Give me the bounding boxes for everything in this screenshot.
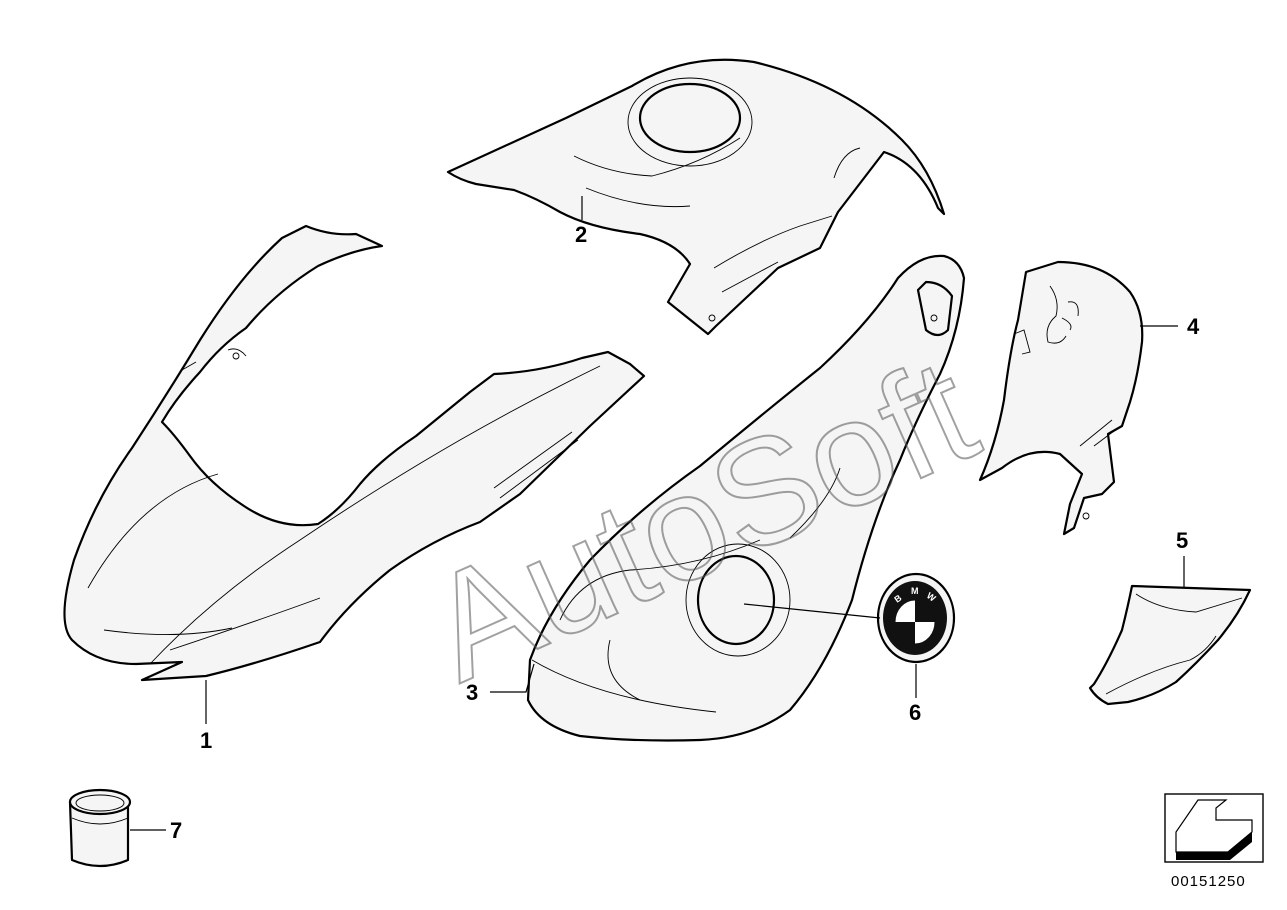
callout-6: 6 <box>909 700 921 725</box>
part-6-bmw-emblem[interactable]: B M W <box>876 572 956 664</box>
callout-4: 4 <box>1187 314 1200 339</box>
emblem-letter-b: B <box>892 592 903 604</box>
part-7-sleeve[interactable] <box>68 788 132 868</box>
part-3-side-panel[interactable] <box>526 254 966 742</box>
direction-arrow-icon <box>1164 793 1264 863</box>
part-2-tank-cover[interactable] <box>446 58 946 336</box>
diagram-id: 00151250 <box>1171 873 1246 890</box>
leader-lines <box>130 196 1185 831</box>
callout-2: 2 <box>575 222 587 247</box>
part-4-side-cover[interactable] <box>978 260 1144 536</box>
leader-3 <box>490 663 535 693</box>
emblem-letter-m: M <box>911 586 919 596</box>
callout-1: 1 <box>200 728 212 753</box>
part-5-small-cover[interactable] <box>1088 584 1252 706</box>
part-1-front-fairing[interactable] <box>63 224 646 682</box>
leader-6-recess <box>743 603 881 619</box>
callout-5: 5 <box>1176 528 1188 553</box>
callout-3: 3 <box>466 680 478 705</box>
callouts: 1 2 3 4 5 6 7 <box>170 222 1200 843</box>
callout-7: 7 <box>170 818 182 843</box>
